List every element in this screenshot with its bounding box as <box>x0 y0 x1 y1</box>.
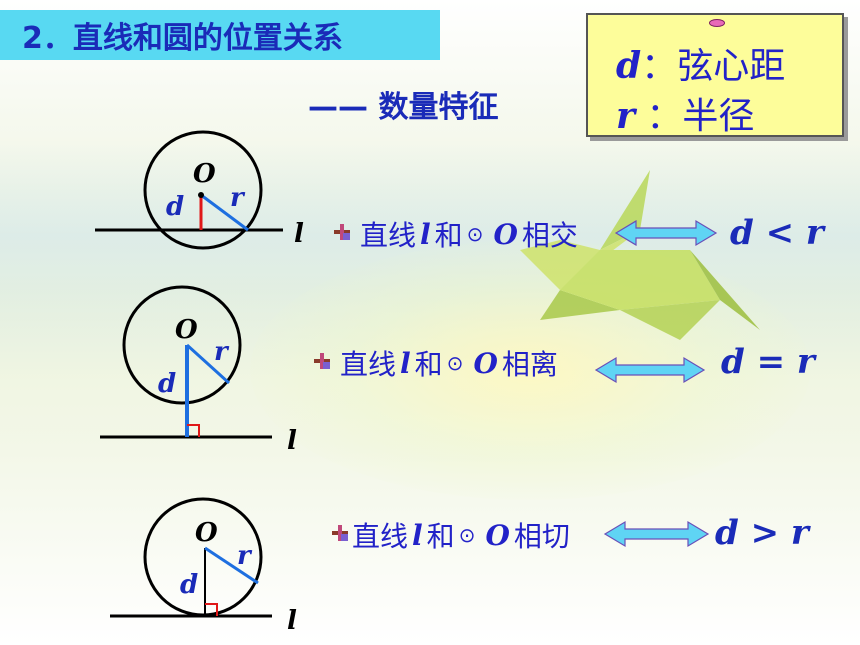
label-r-2: r <box>214 337 230 367</box>
definition-box: d：弦心距 r ：半径 <box>586 13 844 137</box>
label-d-3: d <box>180 570 198 600</box>
radius-r-3 <box>204 546 259 585</box>
center-point-1 <box>198 192 204 198</box>
label-o-3: O <box>195 518 218 548</box>
right-angle-3 <box>205 603 218 616</box>
label-d-1: d <box>166 192 184 222</box>
bullets <box>314 224 350 541</box>
circle-1 <box>143 130 263 250</box>
radius-r-1 <box>200 193 249 232</box>
definition-r: r ：半径 <box>616 95 755 137</box>
subtitle: —— 数量特征 <box>308 90 499 125</box>
label-r-3: r <box>237 541 253 571</box>
bullet-icon-1 <box>334 224 350 240</box>
pin-icon <box>709 19 725 27</box>
condition-3: d > r <box>715 513 809 553</box>
label-d-2: d <box>158 369 176 399</box>
label-o-1: O <box>193 159 216 189</box>
bullet-icon-3 <box>332 525 348 541</box>
double-arrow-icon-3 <box>603 520 710 548</box>
double-arrow-icon-2 <box>594 356 706 384</box>
label-l-2: l <box>287 426 297 456</box>
label-o-2: O <box>175 315 198 345</box>
radius-r-2 <box>185 343 231 385</box>
page-title: 2．直线和圆的位置关系 <box>22 21 343 56</box>
diagram-intersect <box>95 130 283 250</box>
right-angle-2 <box>187 424 200 437</box>
condition-1: d < r <box>730 213 824 253</box>
label-r-1: r <box>230 183 246 213</box>
bullet-icon-2 <box>314 353 330 369</box>
label-l-1: l <box>294 219 304 249</box>
diagram-separate <box>100 285 272 439</box>
condition-2: d = r <box>721 342 815 382</box>
circle-2 <box>122 285 242 405</box>
title-bar: 2．直线和圆的位置关系 <box>0 10 440 60</box>
diagram-tangent <box>110 497 272 618</box>
double-arrow-icon-1 <box>614 219 718 247</box>
definition-d: d：弦心距 <box>616 45 786 87</box>
label-l-3: l <box>287 606 297 636</box>
